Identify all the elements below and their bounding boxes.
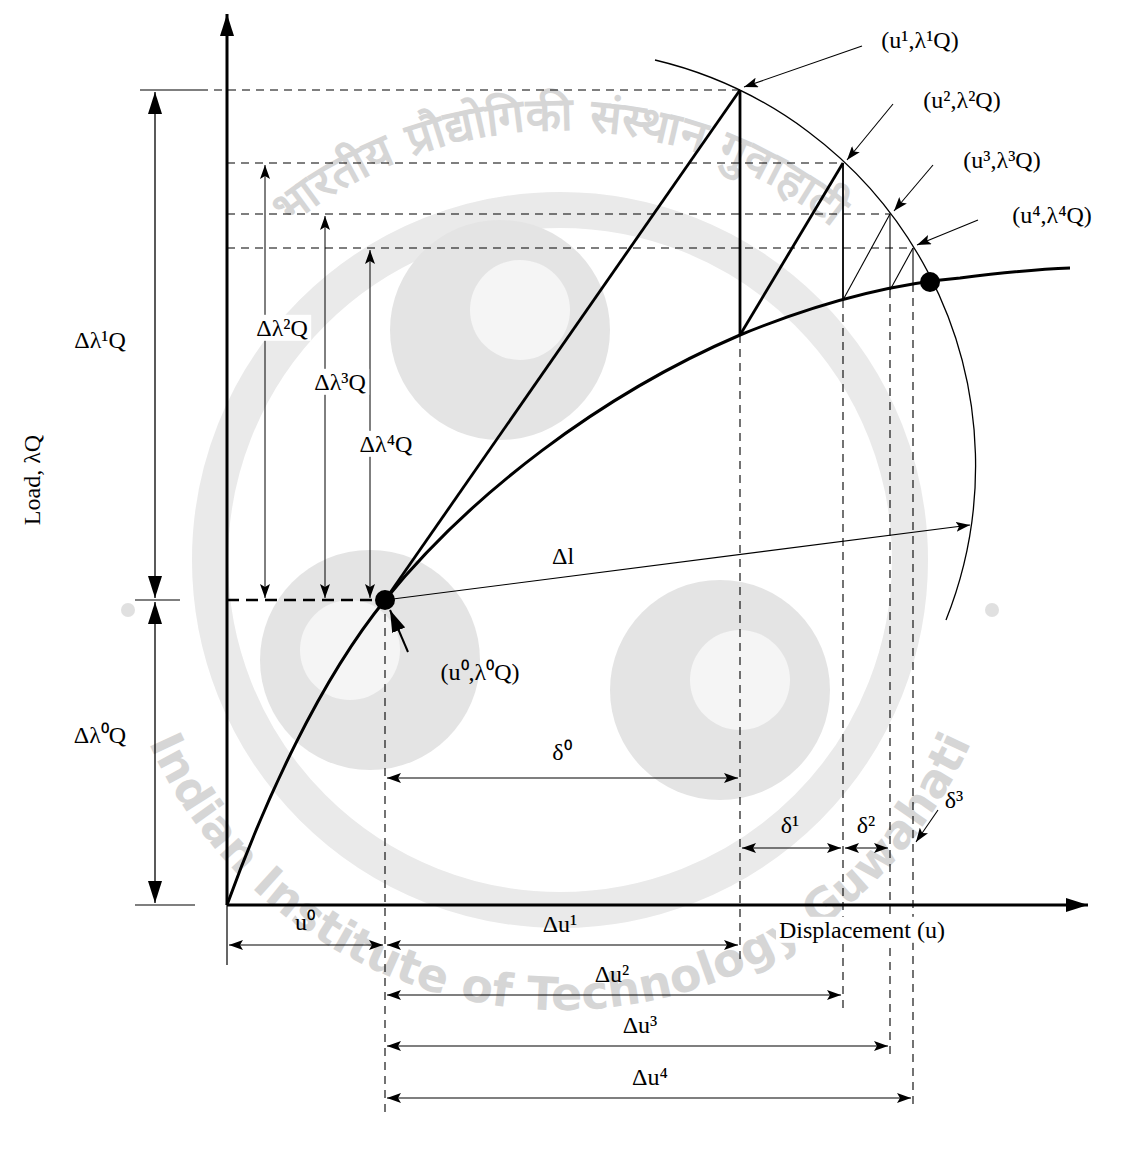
- leader-arrow: [390, 610, 408, 652]
- dashed-guide: [227, 599, 385, 602]
- watermark-text: Indian Institute of Technology Guwahati: [139, 724, 982, 1021]
- equilibrium-curve: [227, 268, 1070, 905]
- dashed-guide: [842, 300, 843, 1010]
- dimension-label: δ⁰: [552, 739, 571, 765]
- dashed-guide: [384, 600, 385, 1118]
- dimension-label: Δu¹: [543, 911, 578, 937]
- logo-circle: [390, 220, 610, 440]
- dimension-arrow: [387, 1045, 888, 1046]
- correction-line: [739, 90, 742, 335]
- dashed-guide: [889, 290, 890, 1060]
- point-label: (u⁴,λ⁴Q): [1012, 202, 1092, 228]
- dimension-label: Δu²: [595, 961, 630, 987]
- dashed-guide: [227, 213, 890, 214]
- dimension-tick: [135, 599, 180, 600]
- dimension-arrow: [370, 250, 371, 598]
- dimension-arrow: [387, 994, 841, 995]
- leader-arrow: [917, 220, 978, 245]
- dimension-label: Δu³: [623, 1012, 658, 1038]
- dimension-tick: [226, 905, 227, 965]
- dashed-guide: [227, 247, 913, 248]
- dimension-label: Δλ⁰Q: [74, 722, 126, 748]
- logo-circle: [610, 580, 830, 800]
- dimension-arrow: [742, 847, 841, 848]
- dimension-label: Δu⁴: [632, 1064, 668, 1090]
- equilibrium-point: [375, 590, 395, 610]
- load-axis: [226, 14, 229, 905]
- leader-arrow: [916, 810, 938, 842]
- dimension-tick: [135, 904, 195, 905]
- leader-arrow: [744, 46, 862, 87]
- dimension-arrow: [387, 1097, 911, 1098]
- displacement-axis: [227, 904, 1088, 907]
- correction-line: [912, 248, 913, 284]
- dimension-label: Δλ⁴Q: [357, 431, 416, 457]
- point-label: (u⁰,λ⁰Q): [441, 659, 520, 685]
- dashed-guide: [227, 162, 843, 163]
- point-label: (u²,λ²Q): [923, 87, 1000, 113]
- dimension-tick: [140, 89, 200, 90]
- dimension-arrow: [154, 92, 155, 598]
- dimension-label: u⁰: [295, 909, 315, 935]
- logo-ring: [210, 210, 910, 910]
- equilibrium-point: [920, 272, 940, 292]
- dimension-label: Δλ¹Q: [74, 327, 126, 353]
- dashed-guide: [739, 335, 740, 962]
- tangent-line: [740, 163, 843, 335]
- radius-arrow: [385, 525, 970, 600]
- leader-arrow: [847, 104, 893, 160]
- point-label: (u³,λ³Q): [963, 147, 1040, 173]
- dimension-arrow: [325, 216, 326, 598]
- dimension-label: δ²: [857, 812, 876, 838]
- axis-title: Load, λQ: [19, 435, 45, 525]
- dimension-arrow: [265, 165, 266, 598]
- dimension-arrow: [845, 847, 888, 848]
- leader-arrow: [894, 165, 933, 211]
- correction-line: [842, 163, 844, 300]
- tangent-line: [890, 248, 913, 290]
- logo-dot: [121, 603, 135, 617]
- axis-title: Displacement (u): [776, 917, 948, 943]
- tangent-line: [385, 90, 740, 600]
- dimension-label: Δλ²Q: [253, 315, 311, 341]
- dashed-guide: [200, 89, 740, 90]
- dimension-label: δ³: [945, 787, 964, 813]
- logo-dot: [985, 603, 999, 617]
- dimension-label: δ¹: [781, 812, 800, 838]
- correction-line: [889, 214, 890, 290]
- dimension-label: Δl: [549, 543, 577, 569]
- tangent-line: [843, 214, 890, 300]
- dimension-arrow: [387, 944, 738, 945]
- point-label: (u¹,λ¹Q): [881, 27, 958, 53]
- dimension-arrow: [229, 944, 383, 945]
- dimension-arrow: [154, 602, 155, 903]
- watermark-text: भारतीय प्रौद्योगिकी संस्थान गुवाहाटी: [262, 87, 860, 237]
- dimension-label: Δλ³Q: [311, 369, 369, 395]
- dimension-arrow: [387, 777, 738, 778]
- dashed-guide: [912, 284, 913, 1110]
- watermark-logo: [121, 210, 999, 910]
- logo-circle: [470, 260, 570, 360]
